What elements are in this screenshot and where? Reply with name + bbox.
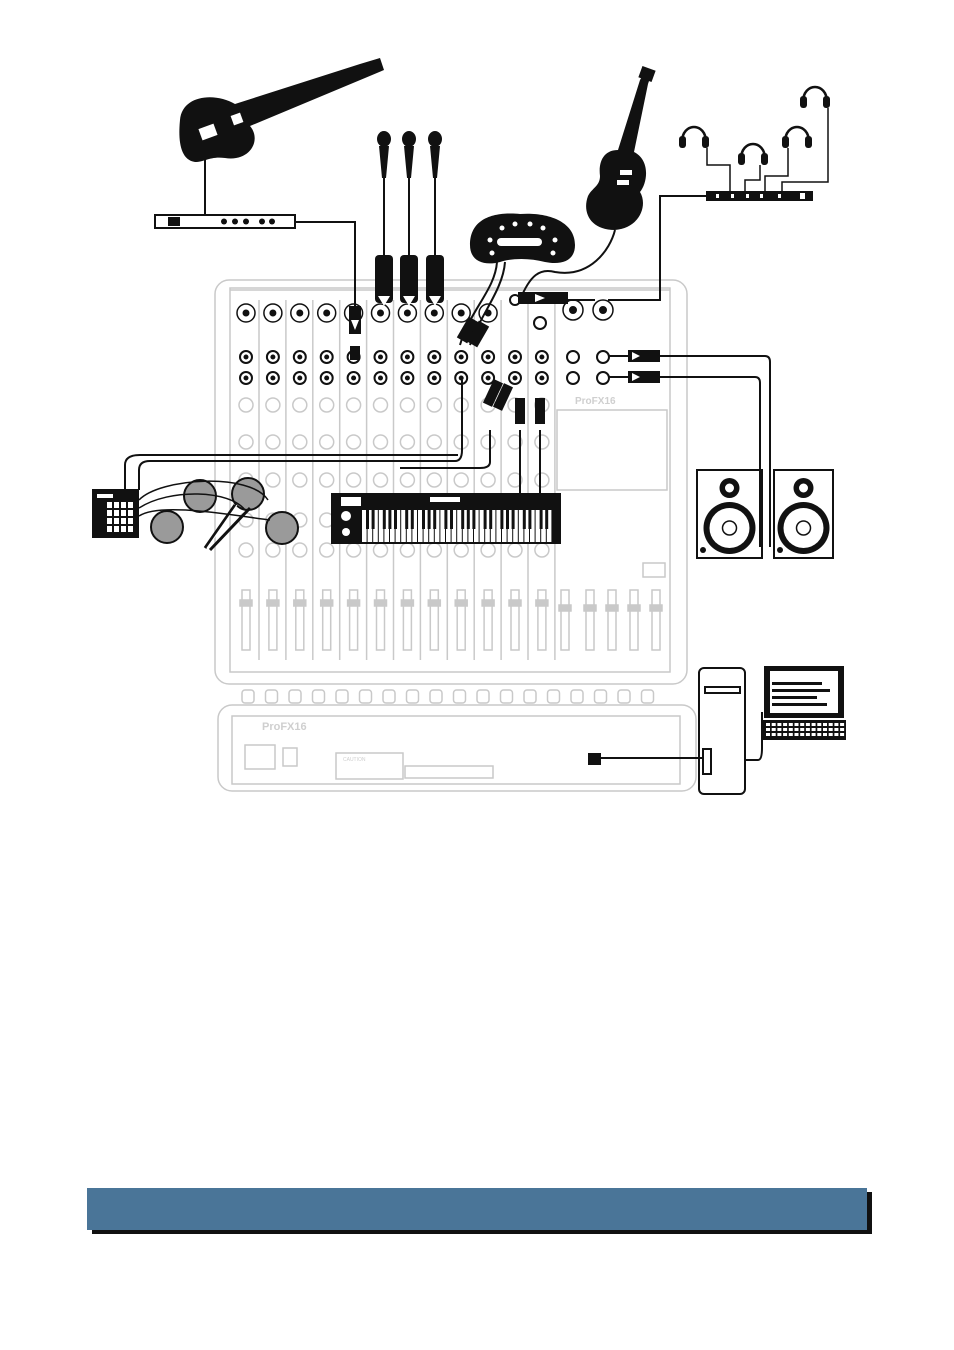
headphone-amp-icon bbox=[706, 191, 813, 201]
computer-tower-icon bbox=[699, 668, 745, 794]
mixer-rear-logo: ProFX16 bbox=[262, 721, 307, 733]
headphones-group bbox=[679, 87, 830, 191]
mixer-top-logo: ProFX16 bbox=[575, 396, 616, 407]
usb-port bbox=[588, 753, 601, 765]
blue-banner bbox=[87, 1188, 867, 1230]
keyboard-controller-icon bbox=[331, 493, 561, 544]
laptop-icon bbox=[762, 666, 846, 740]
rear-caution-label: CAUTION bbox=[343, 757, 366, 763]
drum-machine-icon bbox=[92, 489, 139, 538]
mixer-rear-panel bbox=[218, 690, 696, 791]
microphone-group bbox=[375, 131, 444, 306]
bass-guitar-icon bbox=[179, 58, 384, 162]
effects-rack-icon bbox=[155, 215, 295, 228]
electric-guitar-icon bbox=[586, 66, 656, 230]
connection-diagram: ProFX16 ProFX16 CAUTION bbox=[0, 0, 954, 1180]
studio-monitors bbox=[697, 470, 833, 558]
mixer-top-panel bbox=[215, 280, 687, 684]
stereo-guitar-amp-icon bbox=[470, 214, 575, 264]
